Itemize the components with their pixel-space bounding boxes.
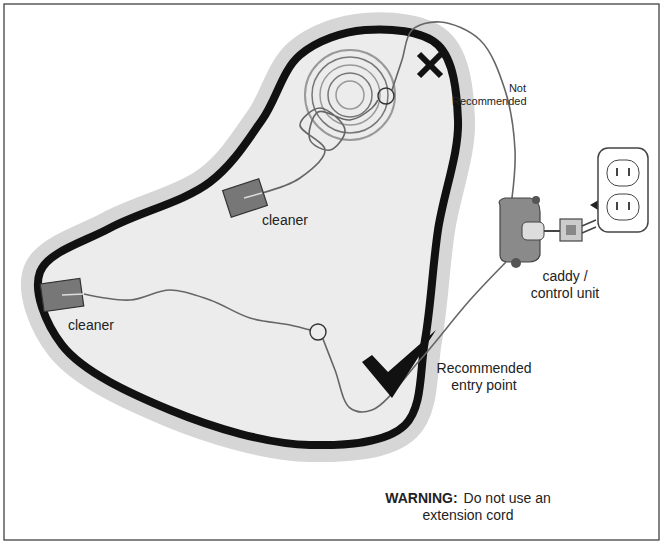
pool xyxy=(38,29,458,445)
cleaner-label: cleaner xyxy=(262,212,332,229)
warning-heading: WARNING: xyxy=(385,490,457,506)
x-mark xyxy=(419,54,441,76)
entry-circles xyxy=(310,88,394,340)
callout-label: caddy / control unit xyxy=(520,268,610,302)
callout-label: Not Recommended xyxy=(452,82,526,108)
frame xyxy=(4,4,659,540)
wall-outlet xyxy=(598,148,648,232)
warning-note: WARNING:Do not use an extension cord xyxy=(378,490,558,524)
callout-label: Recommended entry point xyxy=(425,360,543,394)
hoses xyxy=(84,22,515,412)
check-mark xyxy=(362,330,436,398)
drain xyxy=(305,50,395,140)
caddy xyxy=(499,196,602,268)
cleaner-label: cleaner xyxy=(68,317,138,334)
cleaner-2 xyxy=(40,278,84,311)
cleaner-1 xyxy=(223,179,268,217)
